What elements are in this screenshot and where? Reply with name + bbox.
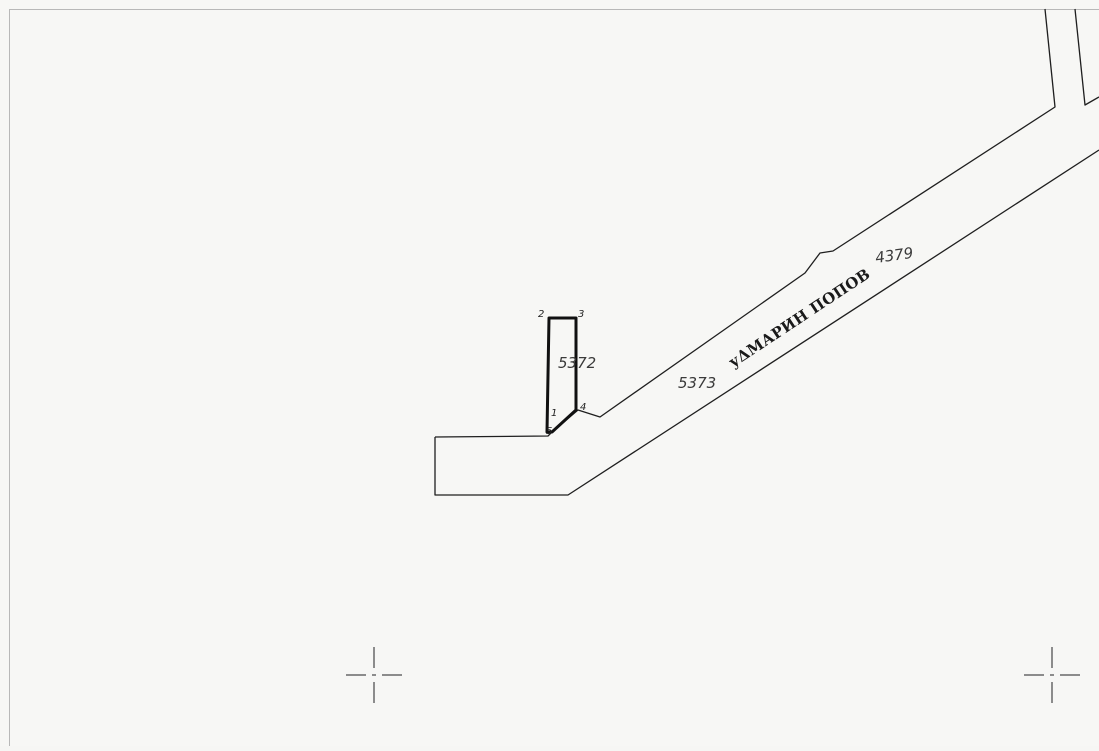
street-upper-boundary [435, 9, 1055, 437]
branch-boundary [1075, 9, 1099, 105]
parcel-number-plot: 5372 [558, 354, 596, 372]
sheet-frame [10, 10, 1099, 747]
parcel-number-street: 5373 [678, 374, 716, 392]
street-name-label: уΔМАРИН ПОПОВ [725, 265, 873, 372]
parcel-number-adjacent: 4379 [874, 244, 914, 267]
street-lower-boundary [435, 150, 1099, 495]
vertex-label-3: 3 [578, 309, 584, 320]
vertex-label-5: 5 [546, 426, 552, 437]
vertex-label-1: 1 [551, 408, 557, 419]
crosshair-mark-right [1024, 647, 1080, 703]
vertex-label-4: 4 [580, 402, 586, 413]
crosshair-mark-left [346, 647, 402, 703]
vertex-label-2: 2 [538, 309, 544, 320]
